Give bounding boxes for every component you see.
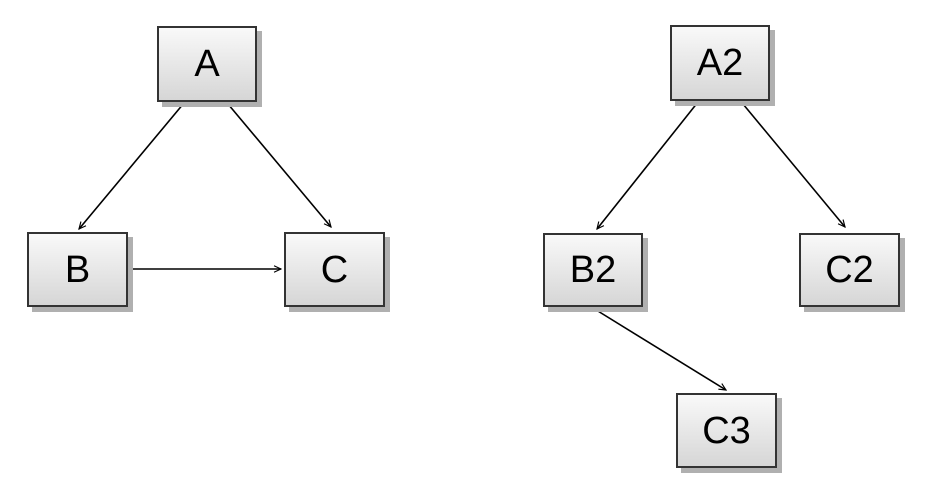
node-C3: C3 [676,393,777,468]
node-label: B2 [569,249,617,291]
node-B: B [27,232,128,307]
edge-A-to-B [79,102,185,229]
node-label: C2 [825,249,874,291]
node-label: C [320,248,349,291]
node-A: A [157,26,257,102]
node-B2: B2 [543,233,643,307]
node-C2: C2 [799,233,900,307]
node-label: C3 [702,409,751,452]
node-label: A2 [696,42,744,84]
node-label: B [64,248,91,291]
node-A2: A2 [670,25,770,101]
edge-A2-to-C2 [742,103,845,227]
edge-A-to-C [227,103,331,227]
edge-B2-to-C3 [592,307,726,390]
edge-A2-to-B2 [597,101,699,229]
node-label: A [194,43,220,85]
node-C: C [284,232,385,307]
